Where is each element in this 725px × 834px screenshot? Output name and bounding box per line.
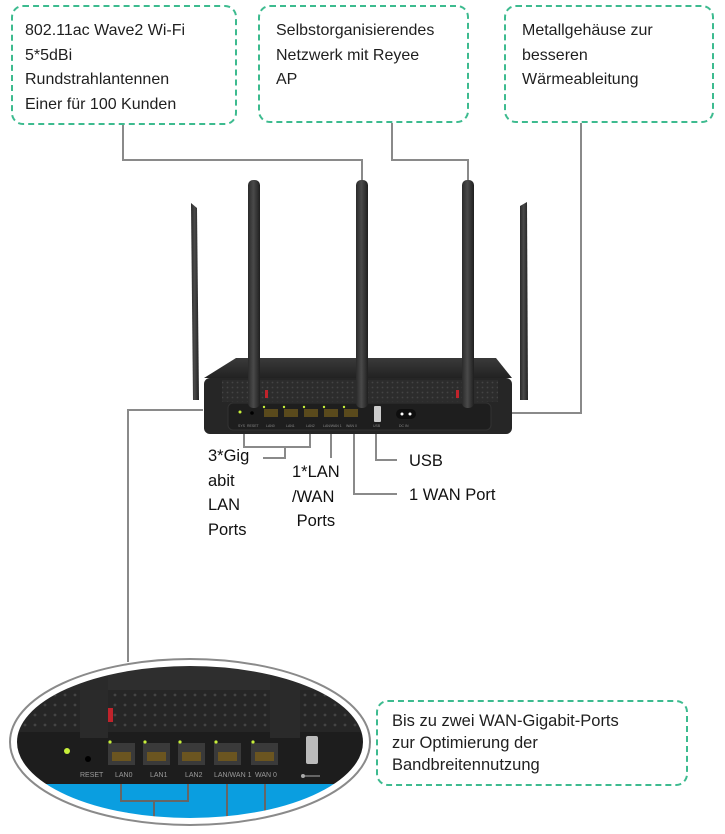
callout-self-organizing: Selbstorganisierendes Netzwerk mit Reyee…: [258, 5, 469, 123]
callout-line: Bis zu zwei WAN-Gigabit-Ports: [392, 712, 619, 730]
callout-line: 5*5dBi: [25, 46, 73, 64]
callout-line: 802.11ac Wave2 Wi-Fi: [25, 22, 186, 39]
callout-line: zur Optimierung der: [392, 734, 538, 752]
zoom-reset: [85, 756, 91, 762]
zoom-grill: [15, 690, 365, 732]
panel-label: LAN2: [306, 424, 315, 428]
callout-line: AP: [276, 71, 298, 88]
zoom-label: LAN2: [185, 772, 203, 779]
port-lan0: [264, 409, 278, 417]
zoom-detail: RESET LAN0 LAN1 LAN2 LAN/WAN 1 WAN 0: [9, 658, 371, 826]
label-usb: USB: [409, 452, 443, 470]
panel-label: RESET: [247, 424, 260, 428]
zoom-usb-icon: [301, 774, 320, 778]
label-line: abit: [208, 471, 235, 490]
antenna-accent-left: [265, 390, 268, 398]
callout-line: Bandbreitennutzung: [392, 756, 540, 774]
lan-ports: [262, 405, 358, 417]
antenna-left: [248, 180, 260, 408]
panel-port-labels: SYS RESET LAN0 LAN1 LAN2 LAN/WAN 1 WAN 0…: [238, 424, 409, 428]
antenna-right: [462, 180, 474, 408]
label-lan-wan-port: 1*LAN /WAN Ports: [292, 460, 340, 534]
sys-led: [238, 410, 242, 414]
power-port: [396, 409, 416, 419]
panel-label: SYS: [238, 424, 246, 428]
zoom-usb-port: [306, 736, 318, 764]
callout-line: Wärmeableitung: [522, 71, 639, 88]
connector-usb: [375, 432, 397, 461]
connector-lines: [122, 123, 582, 662]
usb-port: [374, 406, 381, 422]
zoom-port-labels: RESET LAN0 LAN1 LAN2 LAN/WAN 1 WAN 0: [80, 772, 277, 779]
connector-lan: [243, 432, 311, 448]
zoom-label: LAN1: [150, 772, 168, 779]
port-lan-wan1: [324, 409, 338, 417]
label-line: Ports: [208, 520, 247, 539]
antenna-outer-right: [520, 202, 528, 400]
label-line: 1*LAN: [292, 463, 340, 481]
zoom-ports: [108, 740, 278, 765]
callout-line: Netzwerk mit Reyee: [276, 46, 420, 64]
panel-label: LAN1: [286, 424, 295, 428]
reset-button: [250, 411, 254, 415]
label-line: LAN: [208, 496, 241, 514]
connector-wan: [353, 432, 397, 495]
router-illustration: SYS RESET LAN0 LAN1 LAN2 LAN/WAN 1 WAN 0…: [191, 180, 528, 434]
connector-antennas: [122, 125, 363, 182]
zoom-label: RESET: [80, 772, 104, 779]
panel-label: USB: [373, 424, 381, 428]
port-lan1: [284, 409, 298, 417]
label-wan-port: 1 WAN Port: [409, 486, 496, 504]
connector-lan-stem: [263, 447, 286, 459]
antenna-accent-right: [456, 390, 459, 398]
connector-self-organizing: [391, 123, 469, 182]
port-lan2: [304, 409, 318, 417]
panel-label: LAN/WAN 1: [323, 424, 342, 428]
zoom-ellipse-inner: [13, 662, 367, 822]
port-wan0: [344, 409, 358, 417]
panel-label: DC IN: [399, 424, 409, 428]
callout-antennas: 802.11ac Wave2 Wi-Fi 5*5dBi Rundstrahlan…: [11, 5, 237, 125]
panel-label: WAN 0: [346, 424, 357, 428]
antenna-center: [356, 180, 368, 408]
callout-line: Metallgehäuse zur: [522, 22, 653, 39]
callout-dual-wan: Bis zu zwei WAN-Gigabit-Ports zur Optimi…: [376, 700, 688, 786]
callout-line: besseren: [522, 46, 588, 64]
zoom-ellipse-border: [9, 658, 371, 826]
callout-line: Einer für 100 Kunden: [25, 95, 177, 113]
zoom-label: WAN 0: [255, 772, 277, 779]
label-line: Ports: [292, 512, 336, 530]
label-line: 3*Gig: [208, 447, 250, 465]
zoom-label: LAN0: [115, 772, 133, 779]
connector-metal-housing: [505, 123, 582, 414]
callout-line: Rundstrahlantennen: [25, 71, 170, 88]
zoom-label: LAN/WAN 1: [214, 772, 252, 779]
label-line: /WAN: [292, 487, 335, 506]
callout-line: Selbstorganisierendes: [276, 22, 435, 39]
zoom-sys-led: [64, 748, 70, 754]
callout-metal-housing: Metallgehäuse zur besseren Wärmeableitun…: [504, 5, 714, 123]
panel-label: LAN0: [266, 424, 275, 428]
label-lan-ports: 3*Gig abit LAN Ports: [208, 444, 249, 542]
antenna-outer-left: [191, 203, 199, 400]
connector-zoom: [127, 409, 203, 662]
